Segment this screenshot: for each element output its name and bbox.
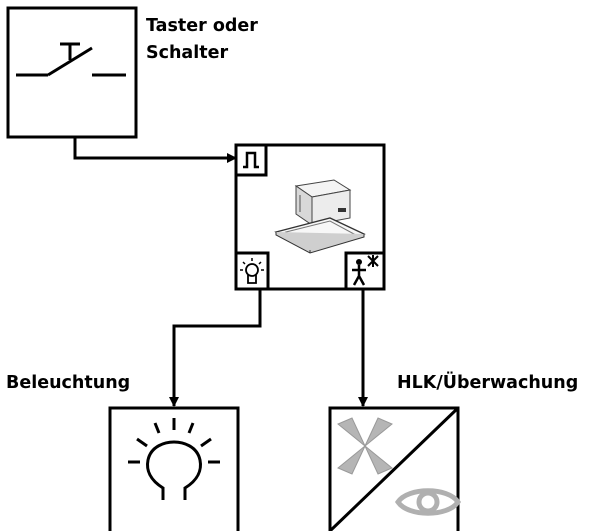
person-presence-output-icon bbox=[344, 251, 386, 291]
ceiling-sensor-icon bbox=[274, 179, 366, 254]
sensor-box bbox=[234, 143, 386, 291]
switch-label-line1: Taster oder bbox=[146, 16, 258, 36]
switch-to-sensor-connector bbox=[73, 137, 237, 163]
switch-box bbox=[6, 6, 138, 139]
lighting-box bbox=[108, 406, 240, 531]
switch-label-line2: Schalter bbox=[146, 43, 229, 63]
pulse-input-icon bbox=[234, 143, 268, 177]
lightbulb-icon bbox=[128, 418, 220, 500]
eye-icon bbox=[394, 488, 462, 516]
sensor-to-lighting-connector bbox=[169, 289, 262, 407]
lightbulb-output-icon bbox=[234, 251, 270, 291]
lighting-label: Beleuchtung bbox=[6, 373, 131, 393]
switch-symbol-icon bbox=[16, 42, 126, 77]
hvac-label: HLK/Überwachung bbox=[397, 373, 579, 393]
fan-icon bbox=[337, 417, 393, 475]
hvac-box bbox=[328, 406, 462, 531]
